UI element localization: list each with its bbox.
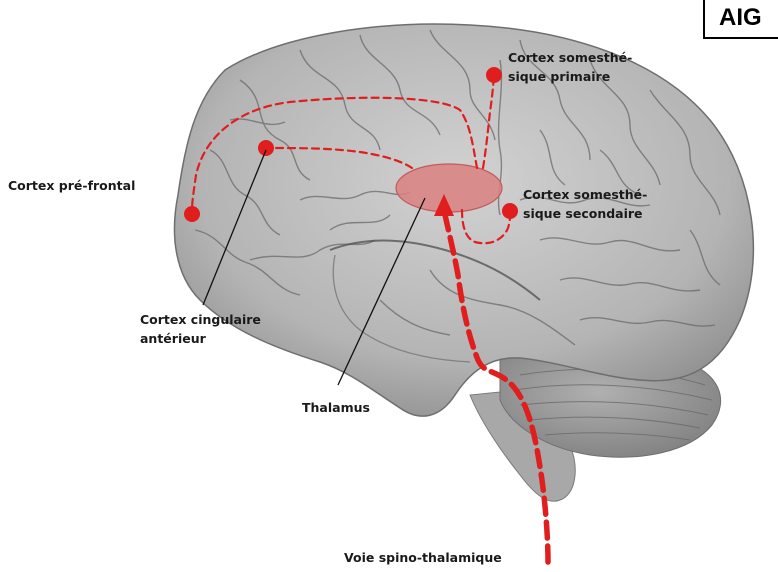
label-voie-spino-thalamique: Voie spino-thalamique	[344, 548, 502, 567]
label-cortex-s2-line2: sique secondaire	[523, 204, 647, 223]
label-cortex-cingulaire: Cortex cingulaire antérieur	[140, 310, 261, 348]
cerebrum	[174, 24, 753, 416]
label-cortex-s1-line1: Cortex somesthé-	[508, 48, 632, 67]
label-cortex-s2: Cortex somesthé- sique secondaire	[523, 185, 647, 223]
label-cortex-cingulaire-line2: antérieur	[140, 329, 261, 348]
node-s1	[486, 67, 502, 83]
node-cingulate	[258, 140, 274, 156]
node-prefrontal	[184, 206, 200, 222]
label-cortex-s1: Cortex somesthé- sique primaire	[508, 48, 632, 86]
label-cortex-s2-line1: Cortex somesthé-	[523, 185, 647, 204]
label-cortex-s1-line2: sique primaire	[508, 67, 632, 86]
label-cortex-cingulaire-line1: Cortex cingulaire	[140, 310, 261, 329]
node-s2	[502, 203, 518, 219]
corner-tag-box: AIG	[703, 0, 778, 39]
label-cortex-prefrontal: Cortex pré-frontal	[8, 176, 135, 195]
corner-tag-text: AIG	[719, 4, 762, 32]
thalamus-ellipse	[396, 164, 502, 212]
label-thalamus: Thalamus	[302, 398, 370, 417]
